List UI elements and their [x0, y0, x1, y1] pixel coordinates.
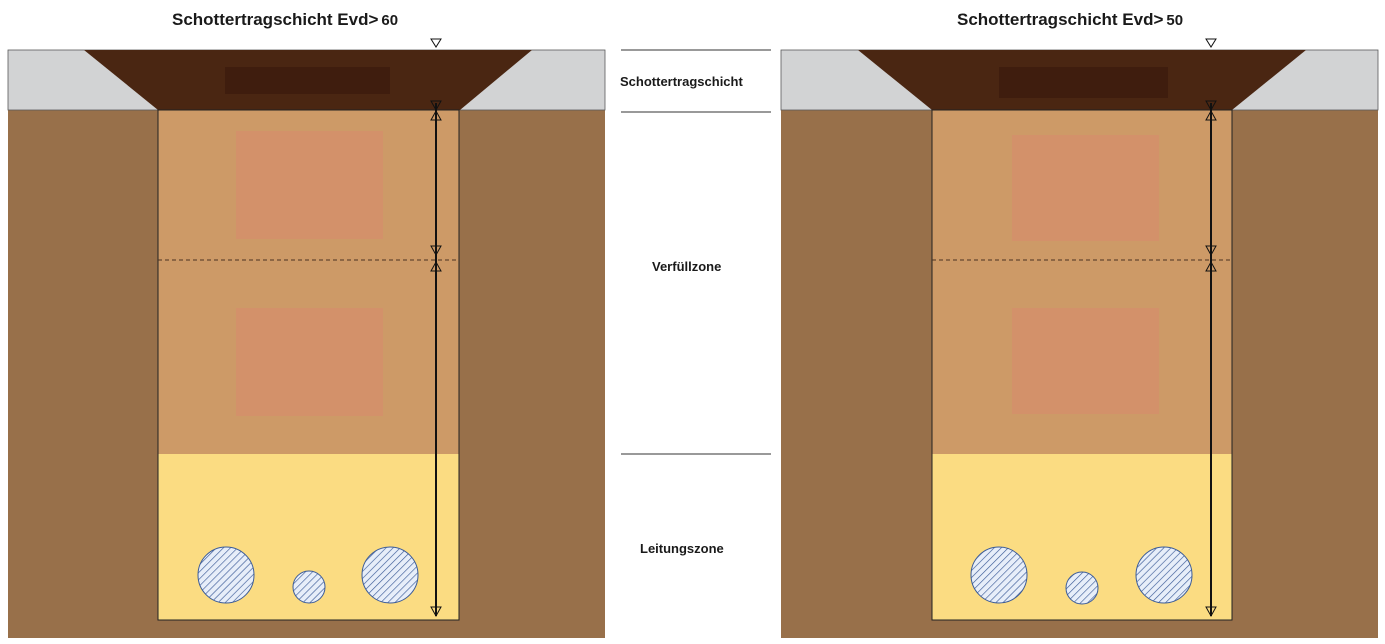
right-pipe-large-2	[1135, 546, 1193, 604]
left-pipe-small	[292, 570, 326, 604]
right-title-text: Schottertragschicht Evd>	[957, 10, 1164, 29]
zone-label-pipe-zone: Leitungszone	[640, 541, 724, 556]
right-dimension-line	[1205, 38, 1217, 618]
right-trench-section	[780, 38, 1379, 638]
left-compaction-patch-upper	[236, 131, 383, 239]
right-evd-value: 50	[1166, 12, 1184, 29]
left-dimension-line	[430, 38, 442, 618]
left-base-course-band	[225, 67, 390, 94]
right-compaction-patch-lower	[1012, 308, 1159, 414]
right-compaction-patch-upper	[1012, 135, 1159, 241]
left-pipe-large-2	[361, 546, 419, 604]
left-trench-outline	[157, 109, 460, 621]
right-panel-title: Schottertragschicht Evd>50	[957, 10, 1183, 30]
right-pipe-large-1	[970, 546, 1028, 604]
right-base-course-band	[999, 67, 1168, 98]
left-compaction-patch-lower	[236, 308, 383, 416]
zone-legend-lines	[621, 49, 771, 455]
left-pipe-large-1	[197, 546, 255, 604]
zone-label-backfill: Verfüllzone	[652, 259, 722, 274]
left-trench-section	[7, 38, 606, 638]
left-panel-title: Schottertragschicht Evd>60	[172, 10, 398, 30]
right-trench-outline	[931, 109, 1233, 621]
left-title-text: Schottertragschicht Evd>	[172, 10, 379, 29]
left-evd-value: 60	[381, 12, 399, 29]
right-pipe-small	[1065, 571, 1099, 605]
zone-label-base-course: Schottertragschicht	[620, 74, 743, 89]
